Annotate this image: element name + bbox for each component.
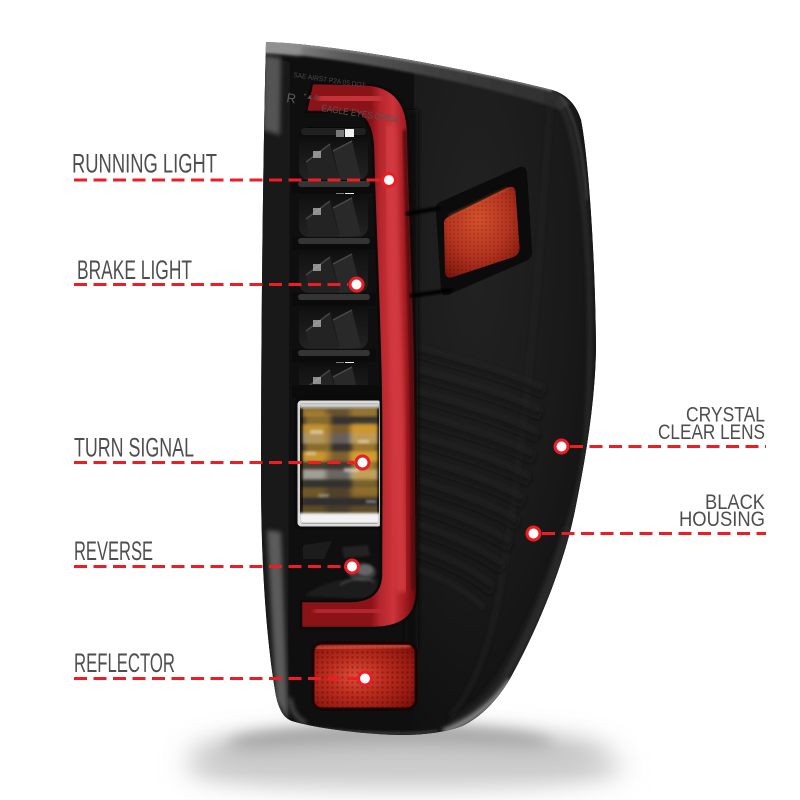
svg-text:TURN SIGNAL: TURN SIGNAL [74, 433, 194, 463]
svg-text:R: R [286, 90, 298, 106]
svg-text:BLACK: BLACK [705, 491, 765, 514]
svg-text:CRYSTAL: CRYSTAL [686, 404, 765, 427]
svg-text:CLEAR LENS: CLEAR LENS [658, 421, 765, 444]
svg-text:REFLECTOR: REFLECTOR [74, 648, 175, 678]
svg-text:REVERSE: REVERSE [74, 536, 153, 566]
svg-text:*▲A: *▲A [303, 91, 320, 102]
svg-text:BRAKE LIGHT: BRAKE LIGHT [77, 255, 192, 285]
svg-text:HOUSING: HOUSING [679, 508, 765, 531]
svg-text:RUNNING LIGHT: RUNNING LIGHT [72, 149, 217, 179]
